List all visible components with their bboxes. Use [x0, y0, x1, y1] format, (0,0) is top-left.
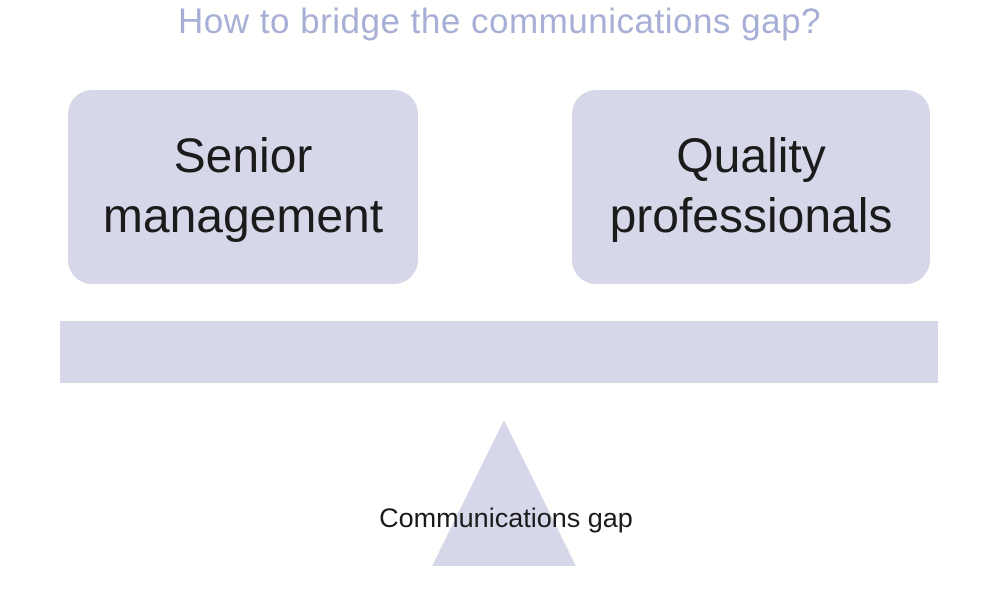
bridge-bar: [60, 321, 938, 383]
gap-triangle-icon: [432, 420, 576, 566]
gap-label: Communications gap: [379, 503, 633, 533]
box-senior-management-label: Senior management: [102, 130, 384, 243]
slide-title: How to bridge the communications gap?: [177, 2, 821, 41]
box-senior-management: Senior management: [68, 90, 418, 284]
box-quality-professionals: Quality professionals: [572, 90, 930, 284]
box-quality-professionals-label: Quality professionals: [609, 130, 893, 243]
